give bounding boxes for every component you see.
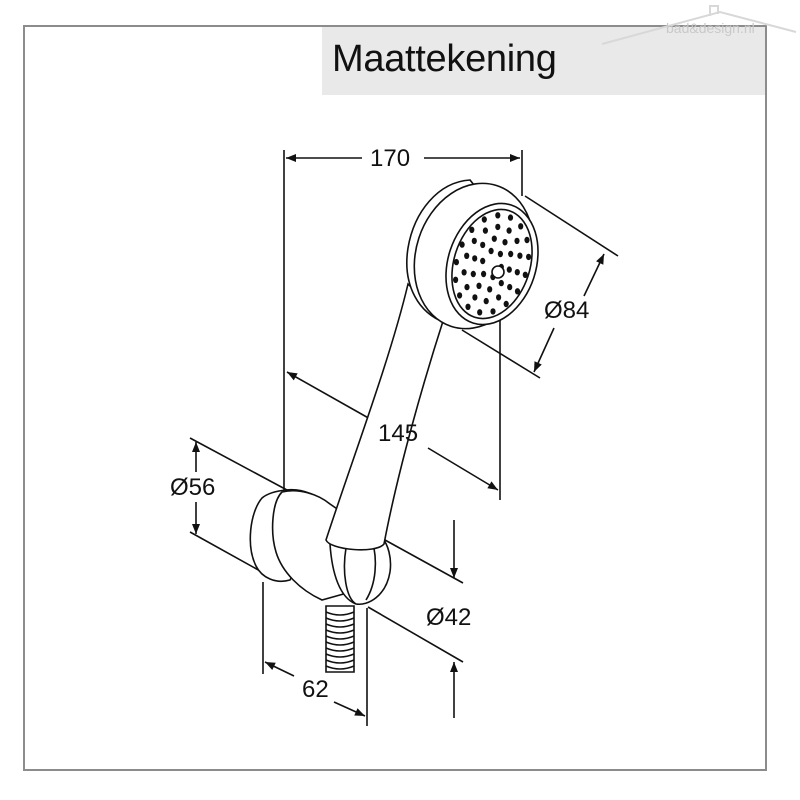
nozzle-dot (487, 286, 493, 293)
nozzle-dot (461, 269, 467, 276)
hose-ring (325, 659, 355, 664)
hose-ring (325, 617, 355, 622)
house-roof-icon (601, 5, 797, 45)
nozzle-dot (464, 252, 470, 259)
nozzle-dot (518, 223, 524, 230)
watermark-text: bad&design.nl (666, 20, 755, 36)
hose-ring (325, 629, 355, 634)
page-title: Maattekening (332, 38, 557, 80)
hand-shower (325, 179, 539, 551)
dim-label-holder-depth: 62 (302, 676, 329, 703)
nozzle-dot (483, 297, 489, 305)
hose-ring (325, 665, 355, 670)
nozzle-dot (502, 239, 508, 246)
nozzle-dot (506, 266, 512, 273)
nozzle-dot (476, 282, 482, 289)
nozzle-dot (491, 235, 497, 242)
dim-line-145-left (286, 371, 373, 421)
nozzle-dot (495, 223, 501, 231)
nozzle-dot (453, 258, 459, 266)
nozzle-dot (457, 292, 463, 299)
nozzle-dot (514, 288, 521, 295)
nozzle-dot (465, 303, 471, 310)
dim-label-holder-diameter: Ø56 (170, 474, 216, 501)
dim-label-head-diameter: Ø84 (544, 297, 590, 324)
nozzle-dot (526, 253, 532, 261)
nozzle-dot (480, 241, 486, 249)
hose-ring (325, 653, 355, 658)
nozzle-dot (495, 212, 501, 219)
wall-holder (249, 488, 392, 605)
dim-label-handle-length: 145 (378, 420, 419, 447)
nozzle-dot (480, 257, 486, 265)
nozzle-dot (464, 283, 470, 291)
hose-ring (325, 611, 355, 616)
hose-ring (325, 635, 355, 640)
nozzle-dot (472, 255, 478, 262)
nozzle-dot (469, 226, 475, 233)
nozzle-dot (488, 247, 494, 255)
dim-label-hose-diameter: Ø42 (426, 604, 472, 631)
shower-hose (325, 605, 355, 673)
dim-line-84-bottom (533, 327, 555, 373)
hose-ring (325, 623, 355, 628)
nozzle-dot (471, 237, 477, 245)
nozzle-dot (477, 309, 483, 316)
nozzle-dot (490, 308, 496, 315)
nozzle-dot (459, 241, 465, 248)
dim-line-145-right (427, 447, 499, 491)
nozzle-dot (506, 227, 512, 234)
hose-ring (325, 641, 355, 646)
nozzle-dot (503, 300, 509, 308)
nozzle-dot (482, 227, 488, 234)
dim-line-84-top (583, 253, 605, 297)
nozzle-dot (497, 250, 503, 258)
dim-line-62-left (264, 661, 295, 677)
nozzle-dot (496, 294, 502, 301)
nozzle-dot (508, 250, 514, 258)
nozzle-dot (498, 279, 504, 287)
nozzle-dot (472, 294, 478, 301)
nozzle-dot (517, 252, 523, 259)
dim-label-overall-width: 170 (370, 145, 411, 172)
nozzle-dot (507, 283, 513, 291)
nozzle-dot (514, 237, 520, 245)
nozzle-dot (524, 236, 530, 244)
nozzle-dot (470, 270, 476, 278)
nozzle-dot (522, 271, 528, 278)
nozzle-dot (514, 269, 520, 276)
dim-line-62-right (333, 701, 366, 717)
dimension-lines (192, 154, 605, 718)
nozzle-dot (481, 216, 487, 223)
header-band (322, 27, 765, 95)
nozzle-dot (453, 276, 459, 283)
nozzle-dot (481, 270, 487, 278)
drawing-frame (23, 25, 767, 771)
nozzle-dot (507, 214, 514, 221)
hose-ring (325, 647, 355, 652)
